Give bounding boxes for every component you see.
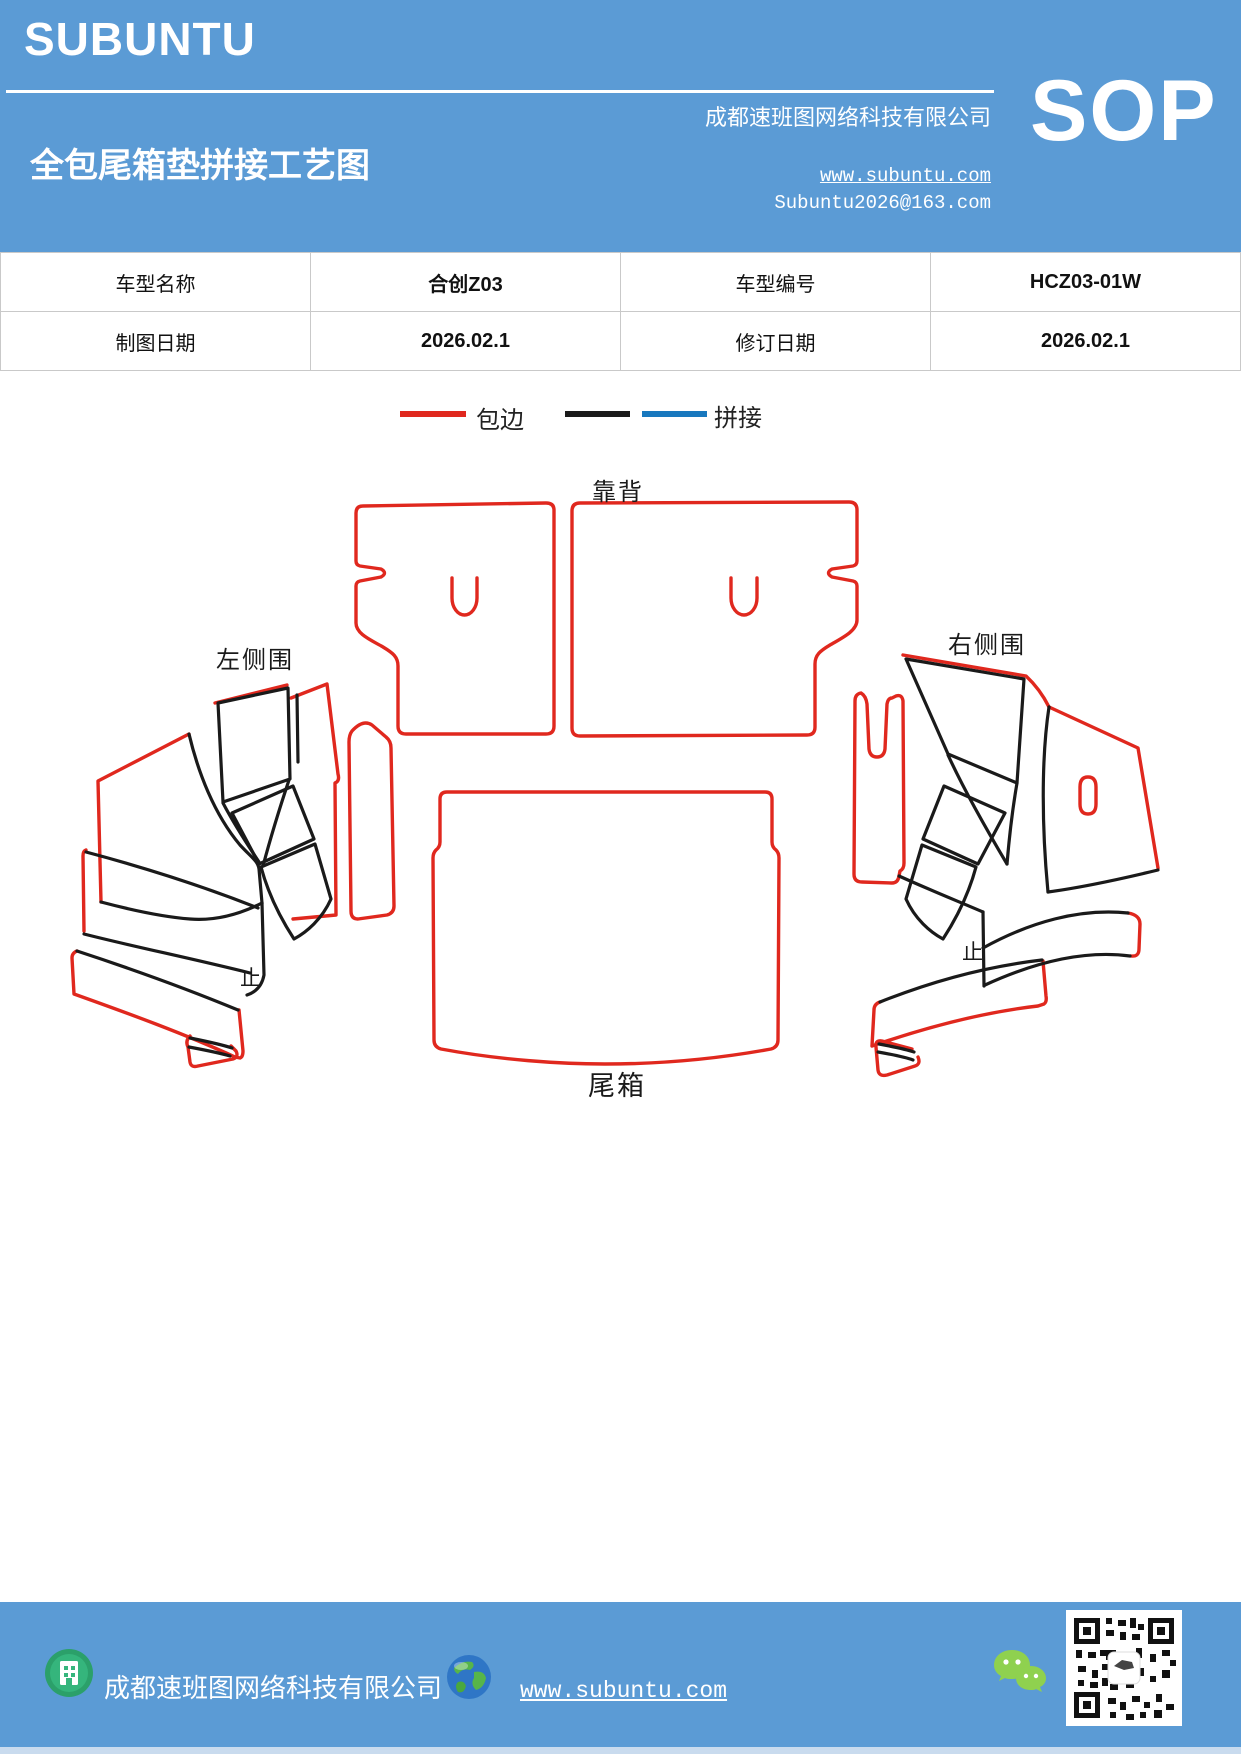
cell-model-code-label: 车型编号 [620, 252, 931, 312]
label-stop-right: 止 [962, 940, 983, 964]
table-row: 车型名称 合创Z03 车型编号 HCZ03-01W [0, 252, 1241, 312]
label-left-side: 左侧围 [216, 648, 294, 674]
cell-model-name-label: 车型名称 [0, 252, 311, 312]
footer-bottom-strip [0, 1747, 1241, 1754]
header-email: Subuntu2026@163.com [774, 192, 991, 214]
cell-revise-date-label: 修订日期 [620, 311, 931, 371]
legend-stitch-label: 拼接 [714, 406, 762, 432]
qr-code [1066, 1610, 1182, 1726]
backrest-right-outline [570, 500, 859, 738]
brand-logo: SUBUNTU [24, 13, 256, 65]
trunk-outline [431, 790, 781, 1066]
right-side-red-edges [852, 691, 906, 885]
header-divider [6, 90, 994, 93]
header-website-link[interactable]: www.subuntu.com [819, 165, 991, 187]
legend-stitch-blue-swatch [642, 411, 707, 417]
cell-revise-date-value: 2026.02.1 [930, 311, 1241, 371]
left-side-red-edges [96, 732, 191, 904]
header-company-name: 成都速班图网络科技有限公司 [704, 105, 991, 130]
left-side-black-seams [187, 732, 264, 905]
legend-edge-binding-label: 包边 [476, 408, 524, 434]
pattern-diagram [70, 500, 1160, 1078]
wechat-icon [994, 1650, 1046, 1692]
legend-stitch-black-swatch [565, 411, 630, 417]
cell-draw-date-label: 制图日期 [0, 311, 311, 371]
page-title: 全包尾箱垫拼接工艺图 [30, 148, 370, 185]
footer-company-name: 成都速班图网络科技有限公司 [104, 1674, 443, 1703]
header-band: SUBUNTU 全包尾箱垫拼接工艺图 成都速班图网络科技有限公司 www.sub… [0, 0, 1241, 252]
backrest-left-headrest-slot [450, 576, 479, 617]
sop-badge: SOP [1030, 63, 1218, 159]
label-trunk: 尾箱 [588, 1071, 646, 1101]
vehicle-info-table: 车型名称 合创Z03 车型编号 HCZ03-01W 制图日期 2026.02.1… [0, 252, 1241, 371]
right-side-black-seams [904, 657, 1026, 785]
cell-model-code-value: HCZ03-01W [930, 252, 1241, 312]
cell-draw-date-value: 2026.02.1 [310, 311, 621, 371]
legend-edge-binding-swatch [400, 411, 466, 417]
cell-model-name-value: 合创Z03 [310, 252, 621, 312]
building-icon [45, 1649, 93, 1697]
backrest-right-headrest-slot [729, 576, 759, 617]
footer-website-link[interactable]: www.subuntu.com [520, 1678, 728, 1704]
backrest-left-outline [354, 501, 556, 736]
label-stop-left: 止 [240, 966, 261, 990]
table-row: 制图日期 2026.02.1 修订日期 2026.02.1 [0, 311, 1241, 371]
globe-icon [447, 1655, 491, 1699]
label-right-side: 右侧围 [948, 633, 1026, 659]
label-backrest: 靠背 [592, 480, 644, 506]
